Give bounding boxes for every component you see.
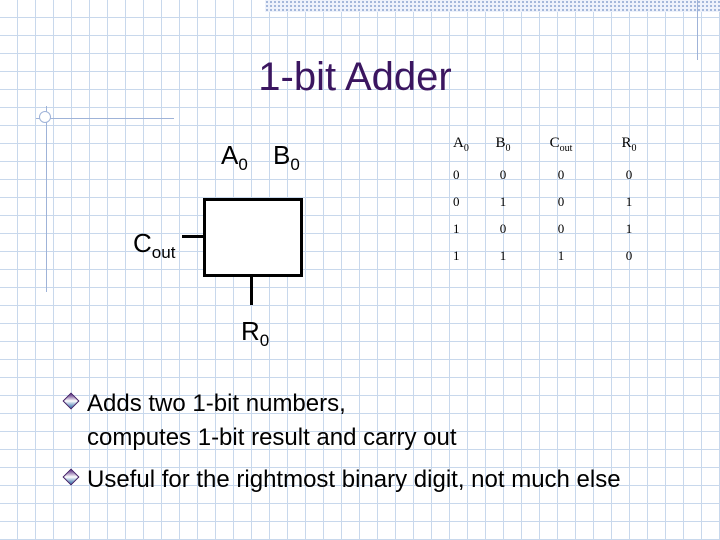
corner-decoration-band <box>265 0 720 12</box>
table-cell: 0 <box>557 193 565 209</box>
input-b-label: B0 <box>273 140 300 174</box>
corner-decoration-line <box>697 0 698 60</box>
decoration-vertical-line <box>46 106 47 292</box>
table-cell: 0 <box>557 220 565 236</box>
table-cell: 1 <box>453 247 460 263</box>
bullet-item: Adds two 1-bit numbers, computes 1-bit r… <box>62 387 720 455</box>
bullet-list: Adds two 1-bit numbers, computes 1-bit r… <box>62 387 720 505</box>
table-cell: 0 <box>453 193 460 209</box>
table-cell: 0 <box>557 166 565 182</box>
bullet-line: Adds two 1-bit numbers, <box>87 390 346 417</box>
table-cell: 0 <box>625 247 633 263</box>
table-cell: 0 <box>453 166 460 182</box>
bullet-line: computes 1-bit result and carry out <box>87 424 457 451</box>
input-a-label: A0 <box>221 140 248 174</box>
table-cell: 1 <box>453 220 460 236</box>
table-cell: 0 <box>499 220 507 236</box>
table-cell: 1 <box>625 193 633 209</box>
table-row: 1 1 1 0 <box>443 242 659 269</box>
table-cell: 1 <box>499 247 507 263</box>
truth-table: A0 B0 Cout R0 0 0 0 0 0 1 0 1 1 0 0 1 1 … <box>443 127 659 269</box>
result-wire <box>250 271 253 305</box>
truth-table-header-row: A0 B0 Cout R0 <box>443 127 659 161</box>
adder-block <box>203 198 303 277</box>
diamond-bullet-icon <box>62 392 80 410</box>
diamond-bullet-icon <box>62 468 80 486</box>
bullet-item: Useful for the rightmost binary digit, n… <box>62 463 720 497</box>
decoration-ring-icon <box>39 111 51 123</box>
table-row: 1 0 0 1 <box>443 215 659 242</box>
table-cell: 1 <box>557 247 565 263</box>
table-row: 0 0 0 0 <box>443 161 659 188</box>
carry-out-label: Cout <box>133 228 176 262</box>
table-row: 0 1 0 1 <box>443 188 659 215</box>
decoration-horizontal-line <box>36 118 174 119</box>
header-a0: A0 <box>453 134 469 154</box>
table-cell: 1 <box>499 193 507 209</box>
carry-out-wire <box>182 235 206 238</box>
header-cout: Cout <box>549 134 573 154</box>
result-label: R0 <box>241 316 270 350</box>
table-cell: 0 <box>499 166 507 182</box>
table-cell: 0 <box>625 166 633 182</box>
header-r0: R0 <box>621 134 637 154</box>
header-b0: B0 <box>495 134 511 154</box>
bullet-line: Useful for the rightmost binary digit, n… <box>87 466 621 493</box>
table-cell: 1 <box>625 220 633 236</box>
slide-title: 1-bit Adder <box>258 55 452 99</box>
